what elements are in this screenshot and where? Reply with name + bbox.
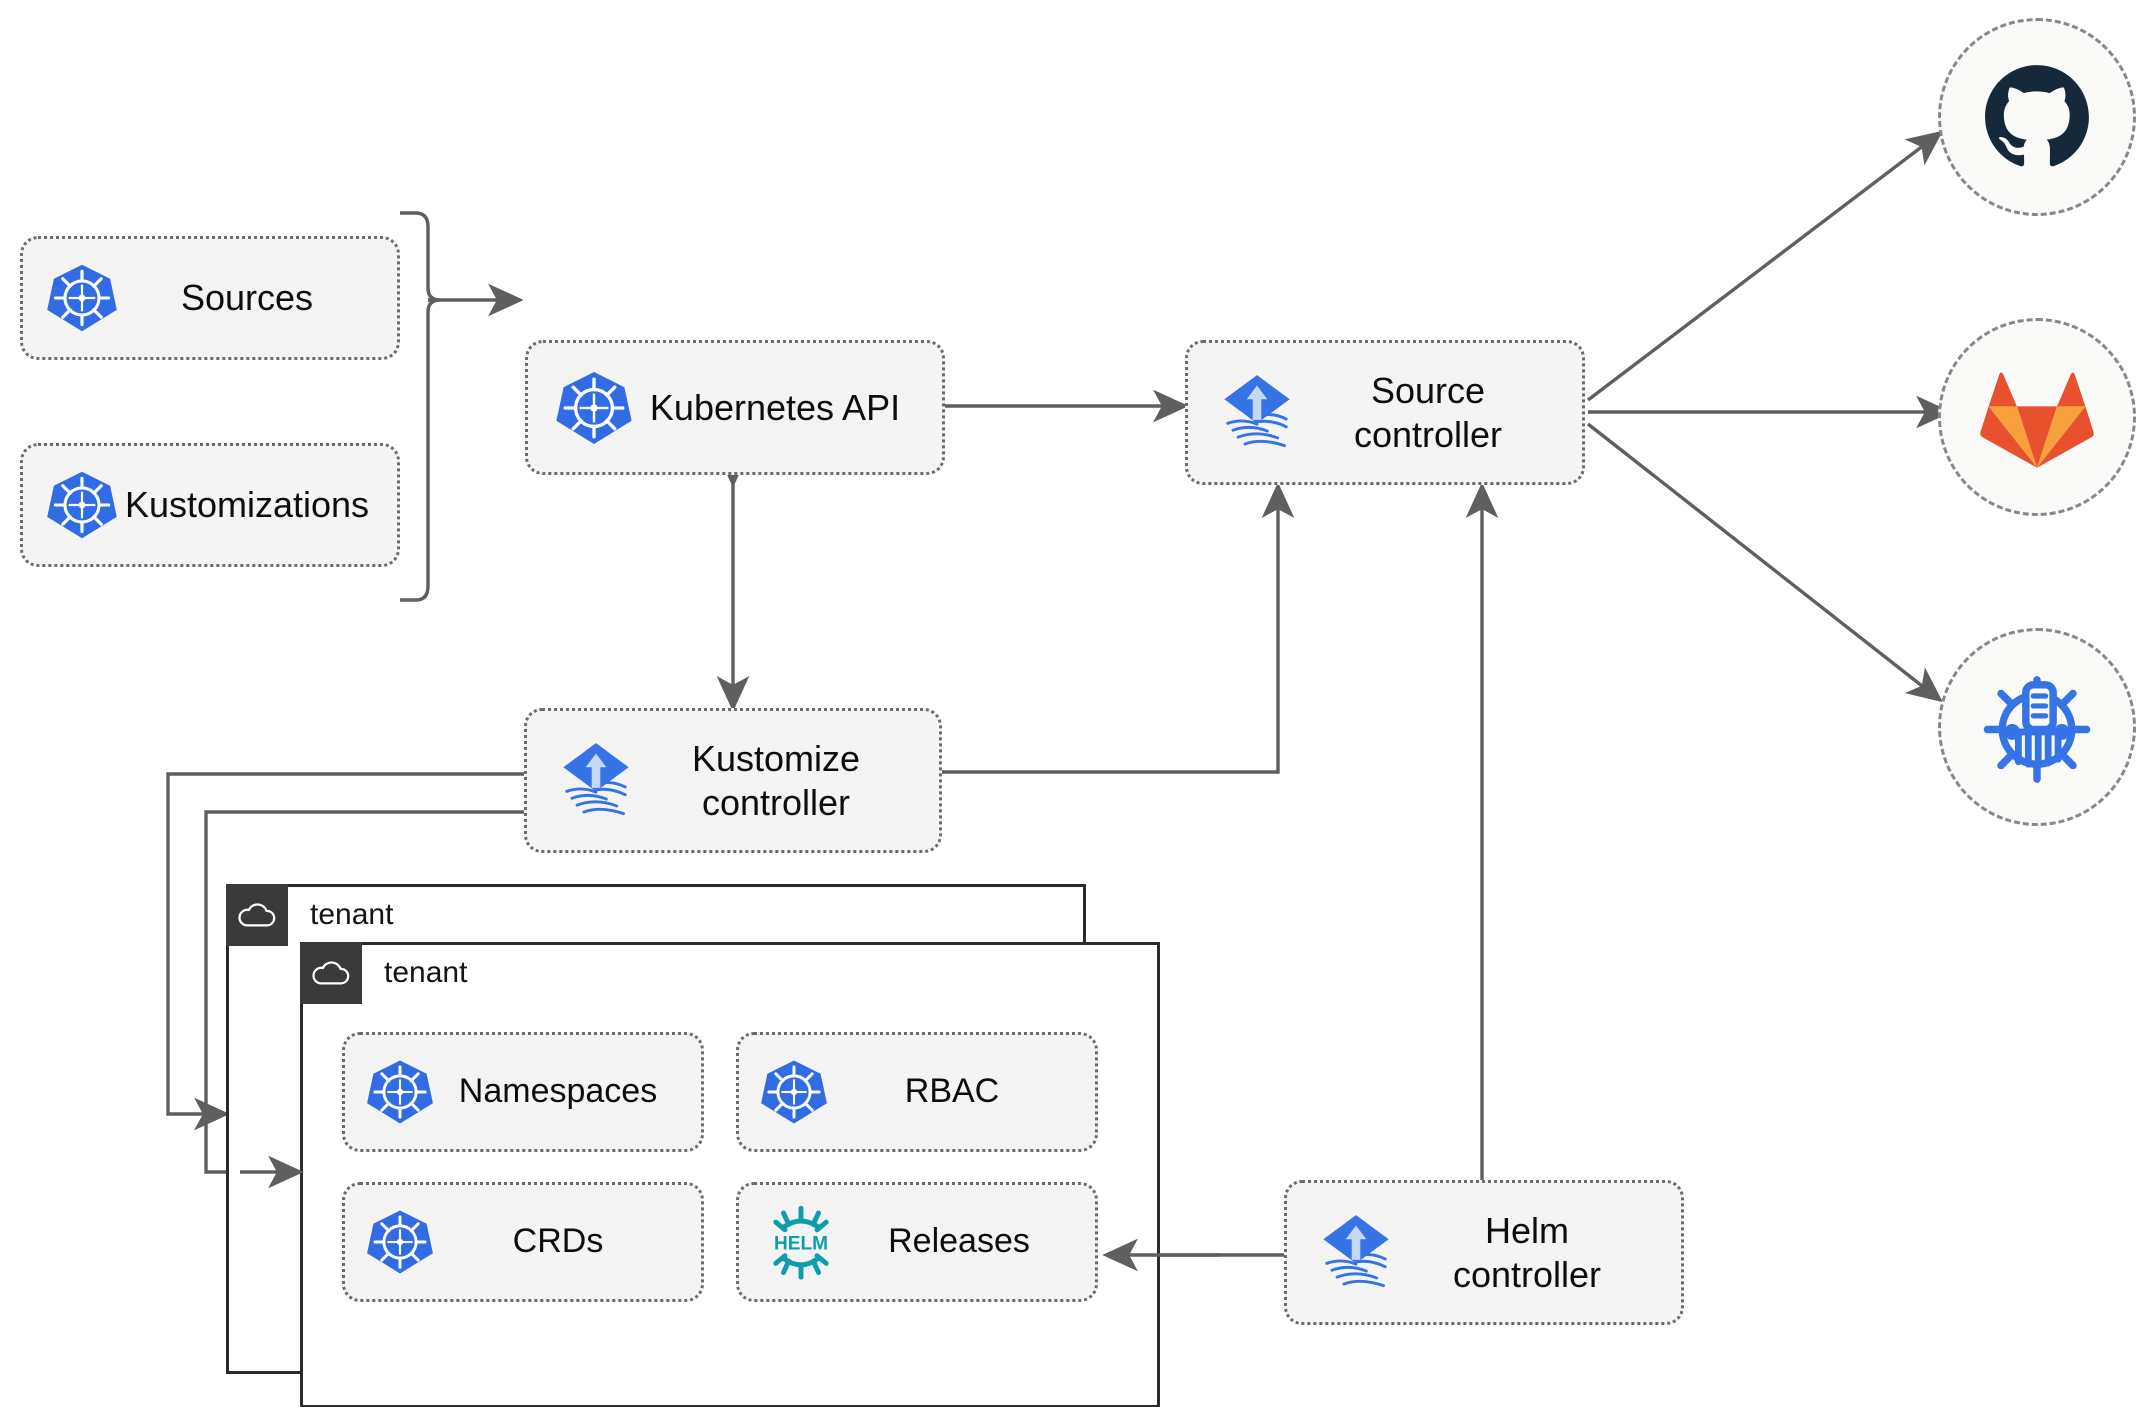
gitlab-icon <box>1980 372 2094 468</box>
external-service-helm-repository[interactable] <box>1938 628 2136 826</box>
kubernetes-icon <box>45 468 119 542</box>
kubernetes-icon <box>365 1207 435 1277</box>
flux-icon <box>1313 1210 1399 1296</box>
resource-node-kustomizations[interactable]: Kustomizations <box>20 443 400 567</box>
github-icon <box>1985 65 2089 167</box>
edge-kustomize-controller-to-tenant-back <box>166 772 524 1131</box>
kubernetes-icon <box>45 261 119 335</box>
controller-node-source-controller[interactable]: Source controller <box>1185 340 1585 485</box>
tenant-resource-label-namespaces: Namespaces <box>458 1072 658 1111</box>
tenant-resource-crds[interactable]: CRDs <box>342 1182 704 1302</box>
controller-node-helm-controller[interactable]: Helm controller <box>1284 1180 1684 1325</box>
controller-label-helm-controller: Helm controller <box>1452 1209 1602 1295</box>
flux-icon <box>1214 370 1300 456</box>
edge-source-controller-to-github <box>1586 130 1943 402</box>
controller-label-source-controller: Source controller <box>1353 369 1503 455</box>
controller-node-kustomize-controller[interactable]: Kustomize controller <box>524 708 942 853</box>
kubernetes-icon <box>554 368 634 448</box>
resource-label-sources: Sources <box>180 277 314 319</box>
helm-repository-icon <box>1983 676 2091 783</box>
external-service-gitlab[interactable] <box>1938 318 2136 516</box>
controller-label-kustomize-controller: Kustomize controller <box>691 737 861 823</box>
flux-icon <box>553 738 639 824</box>
tenant-resource-releases[interactable]: HELM Releases <box>736 1182 1098 1302</box>
tenant-resource-label-rbac: RBAC <box>904 1072 1000 1111</box>
resources-bracket <box>400 211 441 602</box>
kubernetes-icon <box>365 1057 435 1127</box>
edge-kustomize-controller-to-source-controller <box>942 482 1295 774</box>
tenant-resource-namespaces[interactable]: Namespaces <box>342 1032 704 1152</box>
edge-source-controller-to-helm-repository <box>1586 422 1943 703</box>
tenant-resource-label-releases: Releases <box>888 1222 1030 1261</box>
external-service-github[interactable] <box>1938 18 2136 216</box>
resource-node-sources[interactable]: Sources <box>20 236 400 360</box>
tenant-container-front[interactable] <box>300 942 1160 1407</box>
controller-label-kubernetes-api: Kubernetes API <box>649 386 901 428</box>
kubernetes-icon <box>759 1057 829 1127</box>
helm-icon: HELM <box>759 1203 843 1281</box>
svg-text:HELM: HELM <box>774 1234 828 1255</box>
tenant-resource-label-crds: CRDs <box>512 1222 604 1261</box>
resource-label-kustomizations: Kustomizations <box>124 484 370 526</box>
tenant-resource-rbac[interactable]: RBAC <box>736 1032 1098 1152</box>
controller-node-kubernetes-api[interactable]: Kubernetes API <box>525 340 945 475</box>
